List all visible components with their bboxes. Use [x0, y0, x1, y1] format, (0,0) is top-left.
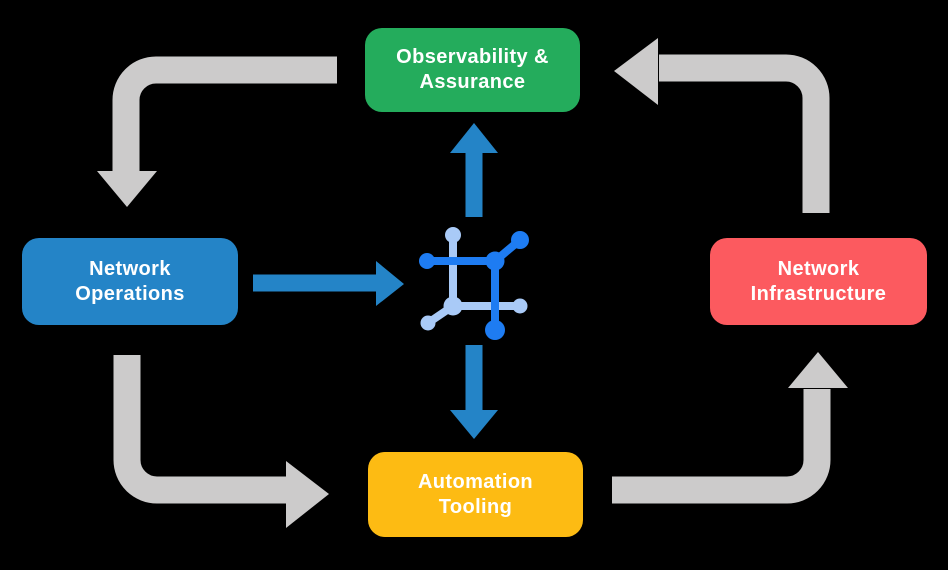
arrow-shaft	[659, 54, 830, 213]
icon-junction-dot	[443, 296, 463, 316]
node-label-line: Operations	[75, 282, 185, 305]
arrow-head-right	[286, 461, 329, 528]
flow-arrow-platform-to-automation	[450, 345, 498, 439]
node-label-line: Automation	[417, 470, 534, 493]
node-label-line: Assurance	[419, 71, 526, 93]
cycle-arrow-automation-to-infrastructure	[612, 352, 848, 504]
node-automation-tooling: Automation Tooling	[368, 452, 583, 537]
node-network-operations: Network Operations	[22, 238, 238, 325]
node-label-line: Tooling	[438, 495, 513, 518]
arrow-shaft	[612, 389, 831, 504]
node-observability-assurance: Observability & Assurance	[365, 28, 580, 112]
icon-node-dot	[511, 231, 529, 249]
cycle-arrow-observability-to-operations	[97, 56, 337, 207]
icon-node-dot	[485, 320, 505, 340]
icon-node-dot	[419, 253, 435, 269]
arrow-head-left	[614, 38, 658, 105]
arrow-head-up	[450, 123, 498, 153]
node-network-infrastructure: Network Infrastructure	[710, 238, 927, 325]
node-label-line: Network	[89, 257, 171, 280]
node-label-line: Infrastructure	[750, 282, 887, 305]
cycle-arrow-operations-to-automation	[113, 355, 329, 528]
icon-node-dot	[420, 315, 436, 331]
flow-arrow-platform-to-observability	[450, 123, 498, 217]
icon-node-dot	[512, 298, 528, 314]
node-label-line: Observability &	[396, 46, 549, 68]
arrow-head-down	[450, 410, 498, 439]
network-automation-icon	[419, 227, 529, 340]
node-label-line: Network	[777, 257, 860, 280]
icon-node-dot	[445, 227, 461, 243]
arrow-shaft	[113, 355, 287, 504]
arrow-head-right	[376, 261, 404, 306]
arrow-shaft	[112, 56, 337, 172]
arrow-head-down	[97, 171, 157, 207]
icon-junction-dot	[485, 251, 505, 271]
flow-arrow-operations-to-platform	[253, 261, 404, 306]
arrow-head-up	[788, 352, 848, 388]
cycle-arrow-infrastructure-to-observability	[614, 38, 830, 213]
